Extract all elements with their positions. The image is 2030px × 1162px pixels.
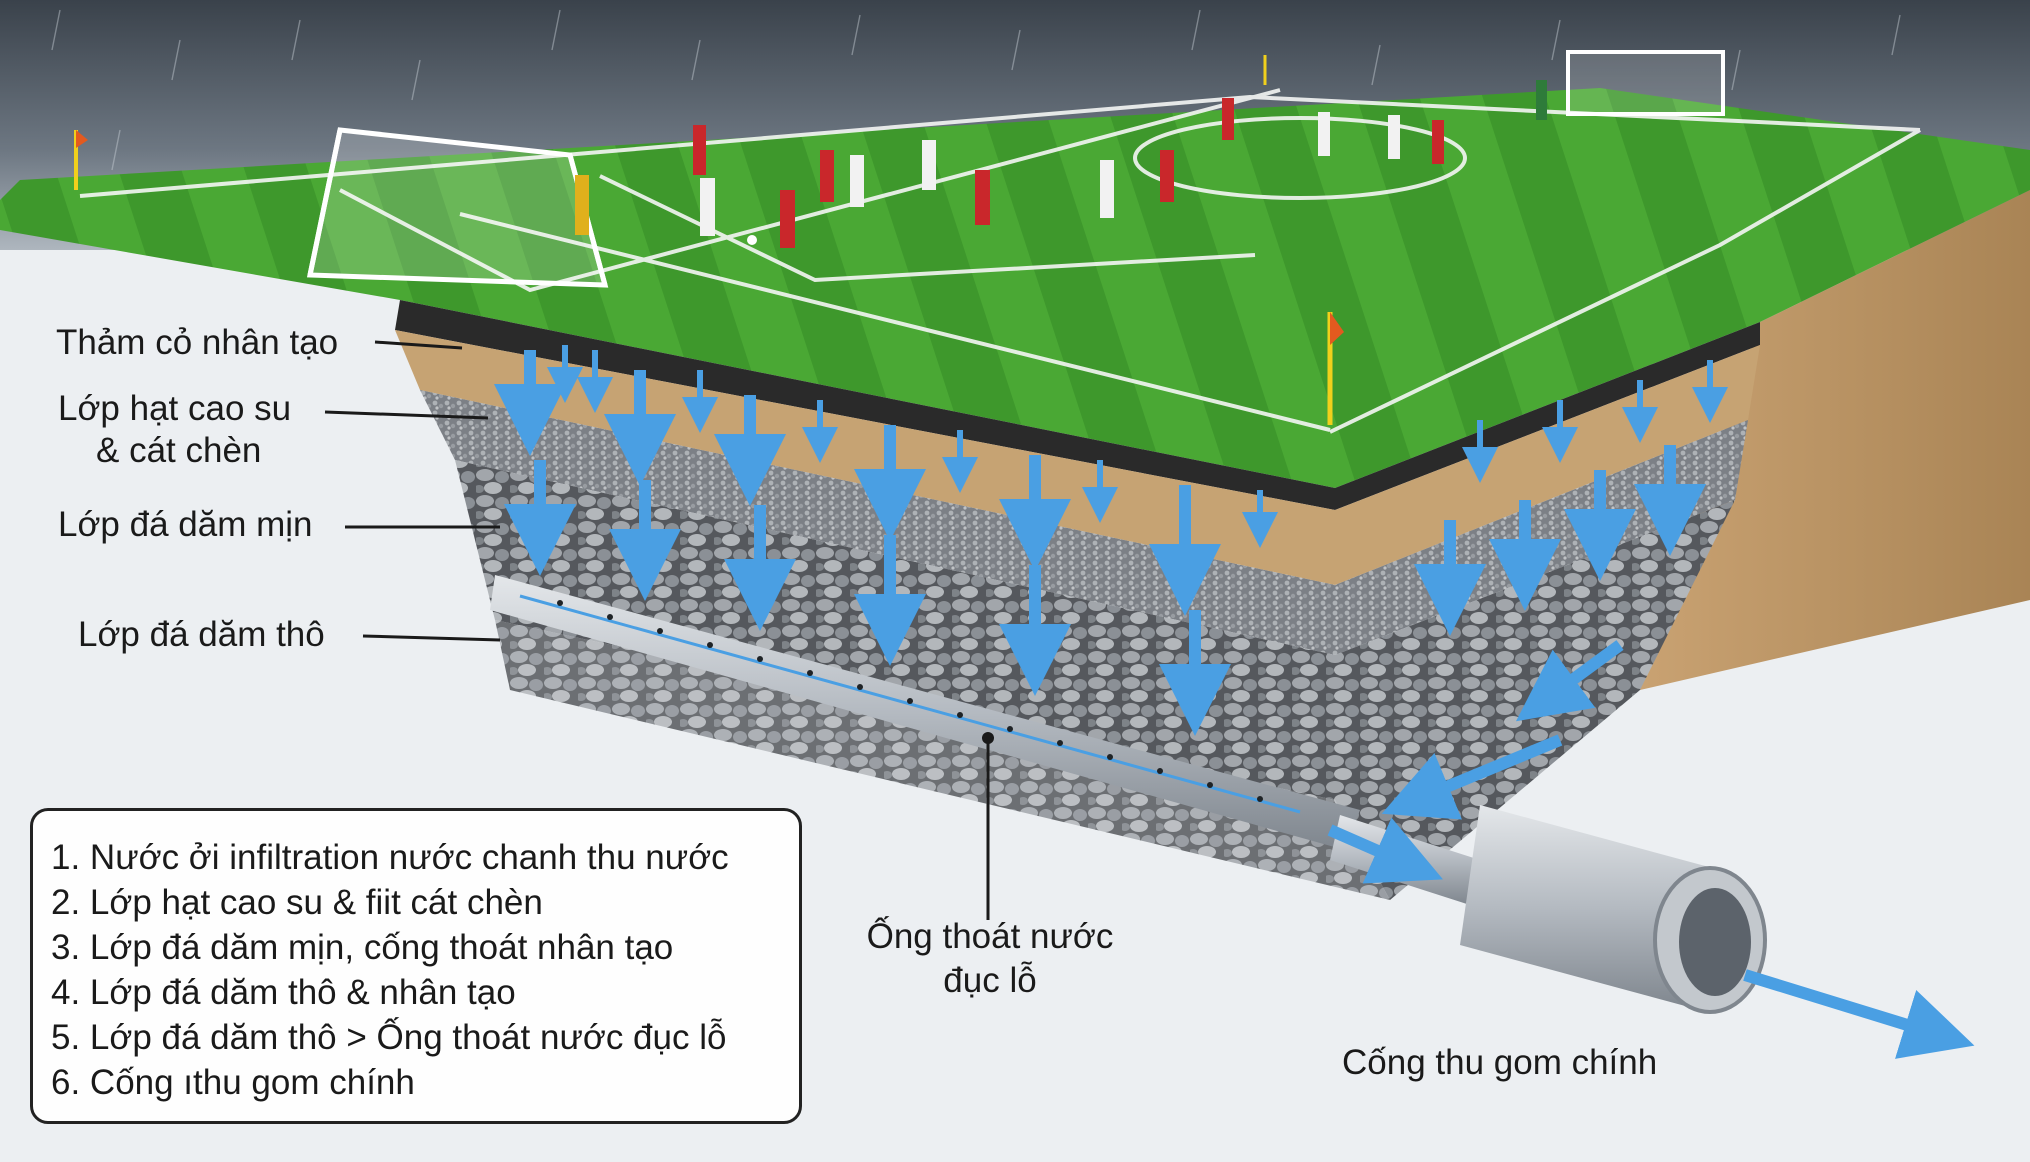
legend-item: 6. Cống ıthu gom chính xyxy=(51,1063,415,1102)
legend-item: 3. Lớp đá dăm mịn, cống thoát nhân tạo xyxy=(51,928,674,967)
artificial-turf-field xyxy=(0,88,2030,488)
goal-far xyxy=(1566,50,1725,116)
turf-backing-side xyxy=(1335,322,1760,510)
label-leader-lines xyxy=(324,340,990,920)
legend-item: 2. Lớp hạt cao su & fiit cát chèn xyxy=(51,883,543,922)
label-rubber-sand-line2: & cát chèn xyxy=(96,431,262,470)
coarse-gravel-base xyxy=(495,620,1390,900)
goal-near xyxy=(306,127,609,288)
pitch-lines xyxy=(79,88,1921,434)
label-perforated-pipe-line1: Ống thoát nước xyxy=(866,917,1114,956)
pipe-pointer-dot xyxy=(982,732,994,744)
corner-flags xyxy=(74,55,1344,425)
lateral-arrows xyxy=(1327,640,1975,1059)
surface-arrows xyxy=(547,345,1728,548)
label-main-drain: Cống thu gom chính xyxy=(1342,1043,1658,1082)
legend-item: 5. Lớp đá dăm thô > Ống thoát nước đục l… xyxy=(51,1018,727,1057)
infiltration-arrows xyxy=(494,350,1706,736)
label-rubber-sand-line1: Lớp hạt cao su xyxy=(58,389,292,428)
players xyxy=(575,80,1547,248)
turf-backing-layer xyxy=(395,300,1335,510)
rubber-sand-side xyxy=(1335,345,1760,585)
legend-item: 4. Lớp đá dăm thô & nhân tạo xyxy=(51,973,516,1012)
label-fine-gravel: Lớp đá dăm mịn xyxy=(58,505,313,544)
label-perforated-pipe-line2: đục lỗ xyxy=(943,961,1037,1000)
label-turf: Thảm cỏ nhân tạo xyxy=(56,323,339,362)
label-perforated-pipe: Ống thoát nước đục lỗ xyxy=(860,915,1120,1003)
legend-box: 1. Nước ởi infiltration nước chanh thu n… xyxy=(30,808,802,1124)
collector-pipe-hole xyxy=(1679,888,1751,996)
pipe-perforations xyxy=(557,600,1263,802)
legend-item: 1. Nước ởi infiltration nước chanh thu n… xyxy=(51,838,729,877)
soil-cut-face xyxy=(1640,190,2030,690)
label-coarse-gravel: Lớp đá dăm thô xyxy=(78,615,325,654)
